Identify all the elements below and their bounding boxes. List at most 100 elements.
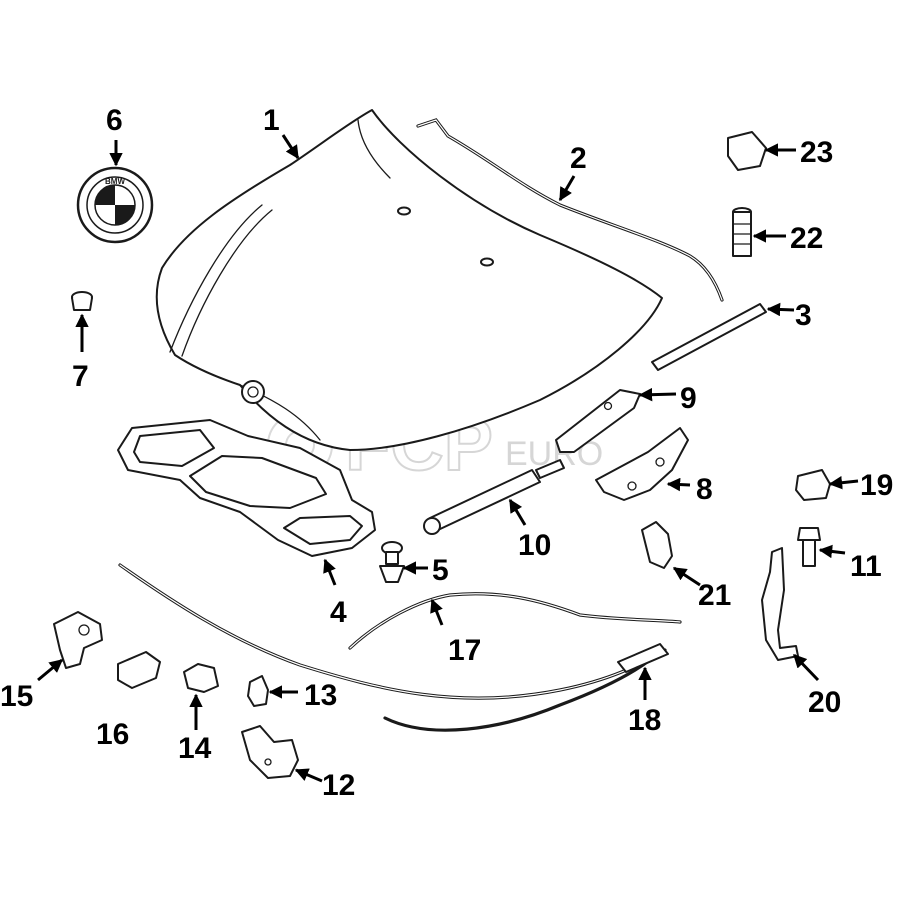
insulation-pocket-3 [283,515,363,545]
callout-7: 7 [72,360,89,393]
latch-bracket-hole [264,758,272,766]
hood-crease-left [169,204,263,353]
emblem-quadrant-br [115,205,135,225]
callout-4: 4 [330,596,347,629]
hinge-body [595,427,689,501]
part-5-clip [379,541,405,583]
insulation-pocket-2 [189,455,327,509]
insulation-pocket-1 [133,429,215,467]
strut-rod [535,459,565,479]
strut-end-1 [423,517,441,535]
callout-19: 19 [860,469,893,502]
callout-9: 9 [680,382,697,415]
leader-8 [666,477,691,492]
part-19-clip [795,469,831,501]
emblem-quadrant-tl [95,185,115,205]
part-15-latch [53,611,103,669]
seal-strip-inner [417,119,723,301]
part-13-hook [247,675,269,707]
part-20-support [761,547,799,661]
callout-10: 10 [518,529,551,562]
latch-hole [78,624,90,636]
callout-3: 3 [795,299,812,332]
part-23-nut-clip [727,131,767,171]
part-17-cable [348,592,682,650]
part-11-bolt [797,527,821,567]
part-18-cable [118,563,669,732]
cap-body [117,651,161,689]
nut-clip-body [727,131,767,171]
leader-1 [281,134,300,160]
cable-18-core [119,564,666,699]
part-6-emblem: BMW [76,166,154,244]
part-8-hinge [595,427,689,501]
callout-21: 21 [698,579,731,612]
clip-foot [379,565,405,583]
hood-shell [155,109,663,451]
bolt-shank [802,539,816,567]
hook-body [247,675,269,707]
part-10-gas-strut [423,459,565,535]
callout-20: 20 [808,686,841,719]
hinge-bolt-1 [627,481,637,491]
callout-11: 11 [850,550,882,583]
part-4-insulation [117,419,376,557]
bump-stop-ribs [732,223,752,245]
leader-lines [37,134,859,783]
part-7-grommet [71,291,93,311]
grommet-body [71,297,93,311]
clip-body [385,551,399,565]
callout-18: 18 [628,704,661,737]
latch-body [53,611,103,669]
hood-hole-1 [397,206,411,216]
clip-19-body [795,469,831,501]
callout-2: 2 [570,142,587,175]
cap-21-body [641,521,673,569]
callout-16: 16 [96,718,129,751]
callout-15: 15 [0,680,33,713]
callout-14: 14 [178,732,212,765]
cable-18-lower-sheath [383,658,652,732]
hood-emblem-mount-inner [247,386,259,398]
callout-8: 8 [696,473,713,506]
callout-6: 6 [106,104,123,137]
part-2-seal [416,118,724,302]
part-21-cap [641,521,673,569]
support-body [761,547,799,661]
leader-3 [766,302,795,317]
leader-20 [792,653,820,682]
emblem-text: BMW [105,177,125,186]
leader-11 [818,544,846,559]
part-12-latch-bracket [241,725,299,779]
leader-17 [430,598,444,626]
callout-22: 22 [790,222,823,255]
leader-2 [558,175,576,202]
latch-bracket-body [241,725,299,779]
part-16-cap [117,651,161,689]
part-3-strip [651,303,767,371]
bracket-plate [555,389,641,453]
hood-crease-rear [357,119,391,179]
leader-9 [638,387,677,402]
callout-labels: 1 2 3 4 5 6 7 8 9 10 11 12 13 14 15 16 1… [0,104,893,802]
bolt-head [797,527,821,541]
leader-15 [37,658,64,682]
buffer-body [183,663,219,693]
cable-18-handle [617,643,669,673]
rubber-strip [651,303,767,371]
hood-emblem-mount [241,380,265,404]
callout-17: 17 [448,634,481,667]
leader-21 [672,566,701,587]
bracket-hole [603,401,613,411]
part-9-bracket [555,389,641,453]
hood-crease-left-2 [181,209,273,357]
emblem-center-circle [94,184,136,226]
callout-13: 13 [304,679,337,712]
callout-23: 23 [800,136,833,169]
part-14-buffer [183,663,219,693]
callout-12: 12 [322,769,355,802]
part-22-bump-stop [732,207,752,257]
hinge-bolt-2 [655,457,665,467]
